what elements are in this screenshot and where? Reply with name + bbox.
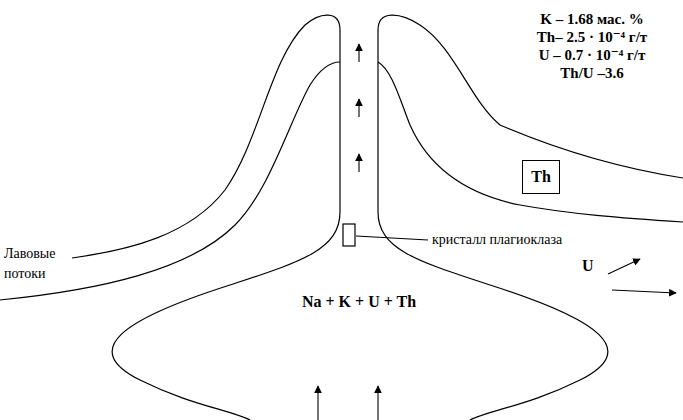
concentration-value: K – 1.68 мас. % [512,10,672,28]
chamber-content: Na + K + U + Th [302,292,416,312]
conduit-wall [377,30,378,212]
flow-arrow [377,386,378,420]
flow-arrow [358,44,359,62]
conduit-wall [339,30,340,212]
concentration-value: U – 0.7 · 10⁻⁴ г/т [512,46,672,64]
element-symbol: Th [531,167,551,187]
chamber-wall [112,212,340,420]
flow-arrow [608,259,640,274]
volcano-outline [72,15,340,258]
chamber-wall [378,212,608,420]
chamber-outline [90,210,650,420]
element-label: U [582,256,594,276]
lava-flow-label: Лавовые потоки [4,244,68,284]
plagioclase-crystal [343,224,355,246]
concentration-value: Th– 2.5 · 10⁻⁴ г/т [512,28,672,46]
lava-flow-line [378,62,683,222]
volcano-outline [378,15,683,178]
flow-arrow [358,99,359,117]
flow-arrow [317,386,318,420]
ratio-value: Th/U –3.6 [512,64,672,82]
magma-chamber: Na + K + U + Th [90,210,650,420]
leader-line [356,236,428,240]
flow-arrow [358,154,359,172]
flow-arrow [612,290,676,293]
crystal-label: кристалл плагиоклаза [432,231,562,249]
element-box: Th [522,160,560,194]
